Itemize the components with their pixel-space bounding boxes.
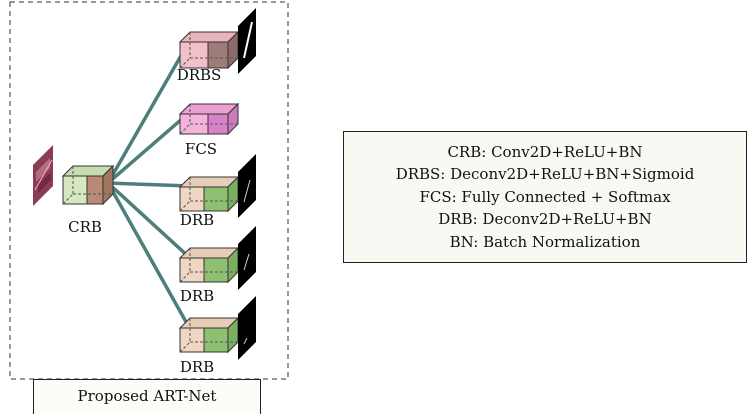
fcs-label: FCS: [185, 140, 217, 158]
legend-line-drb: DRB: Deconv2D+ReLU+BN: [438, 210, 652, 229]
legend-line-fcs: FCS: Fully Connected + Softmax: [419, 187, 671, 206]
arrow-to-drbs: [106, 36, 192, 184]
legend-box: CRB: Conv2D+ReLU+BN DRBS: Deconv2D+ReLU+…: [343, 131, 747, 263]
drb-block-3: DRB: [178, 316, 240, 376]
legend-line-bn: BN: Batch Normalization: [449, 232, 641, 251]
drb-output-mask-2: [238, 226, 256, 290]
input-image: [33, 145, 53, 206]
arrow-to-drb-1: [107, 180, 194, 191]
drb-label-2: DRB: [180, 287, 214, 305]
drbs-block: DRBS: [177, 30, 240, 84]
drb-label-1: DRB: [180, 211, 214, 229]
legend-line-drbs: DRBS: Deconv2D+ReLU+BN+Sigmoid: [395, 165, 695, 184]
drb-block-1: DRB: [178, 175, 240, 229]
arrow-to-drb-3: [106, 182, 192, 333]
drb-block-2: DRB: [178, 246, 240, 305]
drb-label-3: DRB: [180, 358, 214, 376]
drb-output-mask-1: [238, 154, 256, 218]
connection-arrows: [106, 36, 194, 333]
drb-output-mask-3: [238, 296, 256, 360]
legend-line-crb: CRB: Conv2D+ReLU+BN: [447, 142, 643, 161]
arrow-to-drb-2: [106, 181, 193, 261]
drbs-output-mask: [238, 8, 256, 74]
drbs-label: DRBS: [177, 66, 222, 84]
arrow-to-fcs: [106, 109, 194, 185]
crb-label: CRB: [68, 218, 102, 236]
fcs-block: FCS: [178, 102, 240, 158]
crb-block: CRB: [61, 164, 115, 236]
caption: Proposed ART-Net: [33, 379, 261, 414]
